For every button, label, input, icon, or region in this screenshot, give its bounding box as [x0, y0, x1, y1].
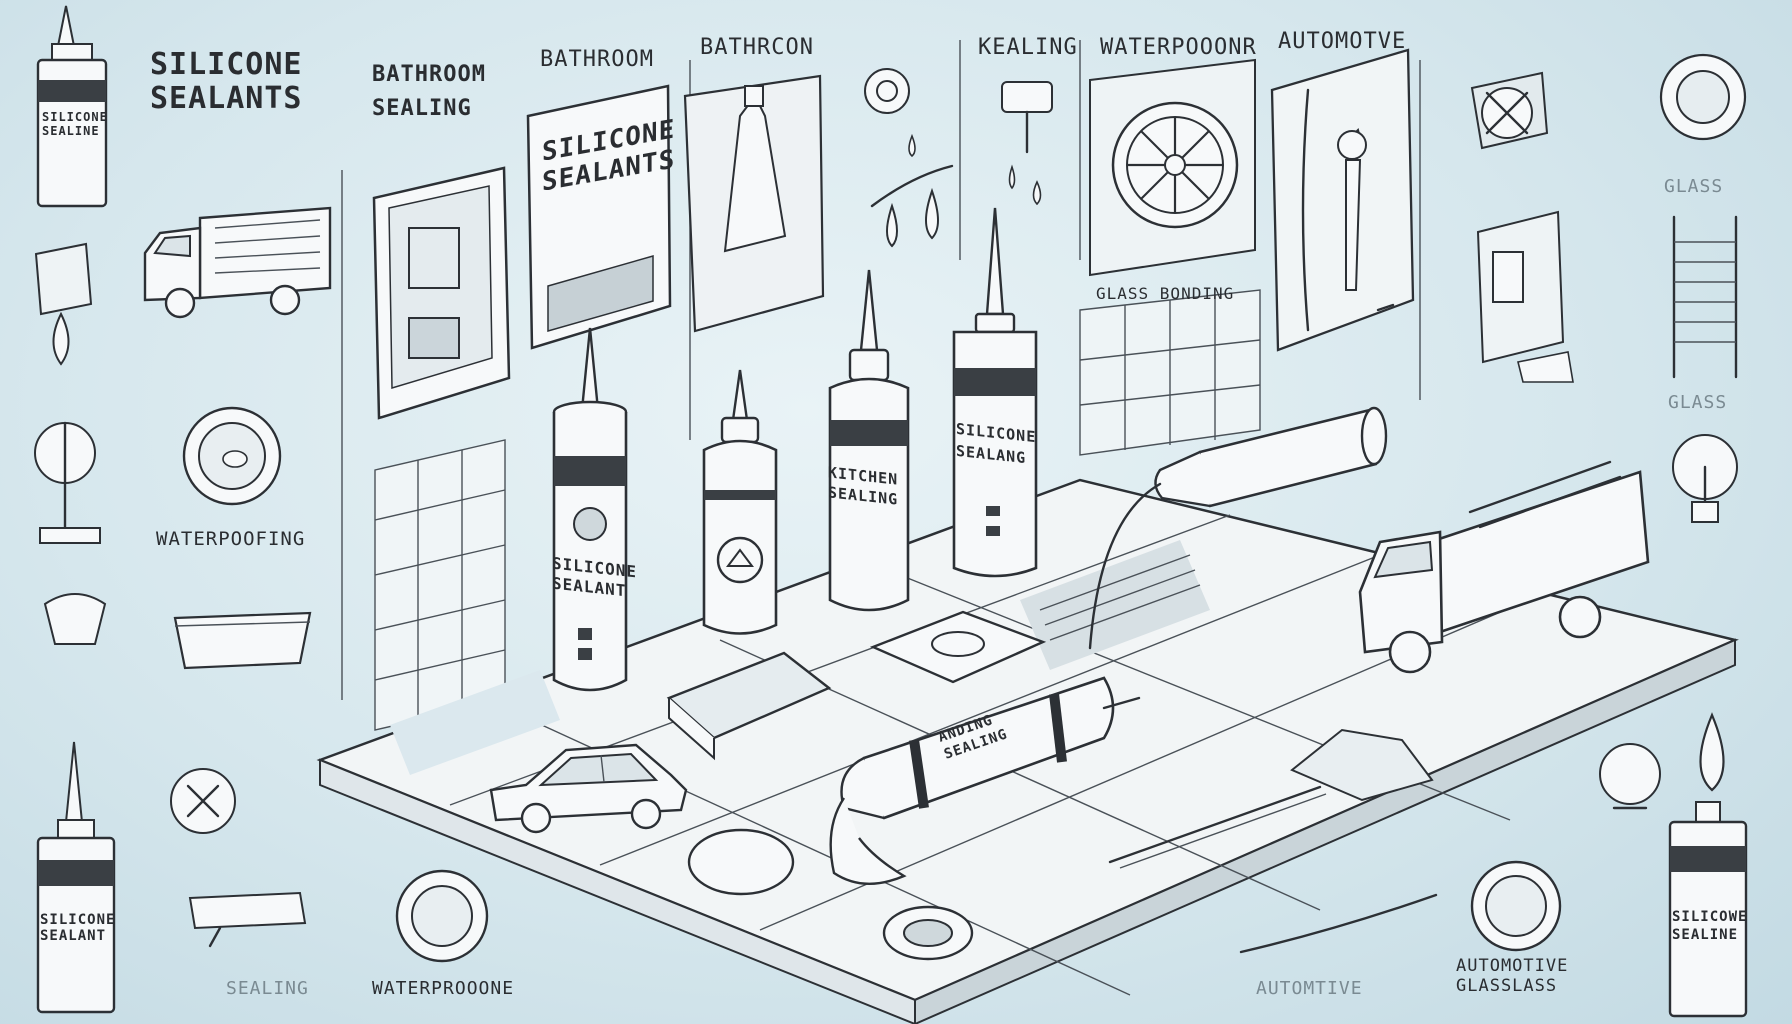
bottle-silicone-sealing: SILICONE SEALANG [950, 207, 1040, 578]
tube-left-bottom: SILICONE SEALANT [36, 741, 116, 1014]
round-seal-bottom [395, 869, 489, 963]
plate-tile [666, 651, 832, 761]
poster-tube-illustration [683, 74, 825, 333]
drop-icon-right [1699, 712, 1725, 792]
label-bathrcon: BATHRCON [700, 35, 814, 60]
delivery-truck-icon [143, 206, 332, 319]
ladder-icon [1672, 215, 1738, 379]
label-glass-mid: GLASS [1668, 392, 1728, 413]
lever-icon [1239, 893, 1438, 954]
faucet-icon-left [34, 421, 101, 544]
label-waterproofing-left: WATERPOOFING [156, 528, 306, 550]
oval-stone [687, 828, 795, 896]
glass-dome-icon [1599, 743, 1661, 810]
label-waterproofing-top: WATERPOOONR [1100, 35, 1257, 60]
hook-icon [1672, 434, 1738, 523]
label-bathroom: BATHROOM [540, 47, 654, 72]
label-silicone-sealants: SILICONE SEALANTS [150, 47, 303, 116]
bottle-kitchen-label: KITCHEN SEALING [828, 463, 899, 509]
label-automotive-bottom: AUTOMTIVE [1256, 978, 1363, 999]
fixture-icon-left [34, 242, 93, 366]
silicone-sealants-poster: SILICONE SEALANTS [526, 84, 675, 350]
tube-left-top-label: SILICONE SEALINE [42, 110, 108, 138]
tile-wall-right [1079, 289, 1261, 456]
tools-icon-left [170, 768, 236, 834]
tile-wall-left [374, 439, 506, 731]
glass-bonding-panel: GLASS BONDING [1089, 58, 1260, 303]
glass-shard-icon [1290, 728, 1434, 802]
tube-left-top: SILICONE SEALINE [36, 5, 108, 208]
round-glass-icon [1470, 860, 1562, 952]
utility-truck-icon [1358, 460, 1650, 674]
tube-right-bottom-label: SILICOWE SEALINE [1672, 909, 1748, 943]
label-waterproofing-bottom: WATERPROOONE [372, 978, 515, 999]
bottle-2 [700, 369, 780, 640]
wall-fixture-drops [864, 68, 954, 248]
label-bathroom-sealing: BATHROOM SEALING [372, 62, 486, 121]
tube-right-bottom: SILICOWE SEALINE [1668, 801, 1748, 1018]
bottle-kitchen-sealing: KITCHEN SEALING [826, 269, 912, 612]
wall-panel-brush [1270, 48, 1415, 352]
label-automotive-glass: AUTOMOTIVE GLASSLASS [1456, 956, 1569, 996]
sink-icon-left [43, 593, 107, 645]
tape-roll [882, 905, 974, 961]
tube-left-bottom-label: SILICONE SEALANT [40, 912, 116, 944]
label-automotive-top: AUTOMOTVE [1278, 29, 1407, 54]
label-glass-bonding: GLASS BONDING [1096, 284, 1235, 303]
silicone-cartridge-1: SILICONE SEALANT [548, 327, 637, 698]
caulk-gun-icon [188, 891, 307, 948]
pipe-valve-icon [1470, 71, 1549, 150]
poster-frame-left [372, 166, 511, 420]
seal-ring-icon [1659, 53, 1747, 141]
bathtub-icon [173, 611, 312, 670]
label-glass-top: GLASS [1664, 176, 1724, 197]
car-icon [489, 743, 688, 834]
lying-tube-sealing: ANDING SEALING [804, 676, 1154, 898]
seal-ring-left [182, 406, 282, 506]
bottle-silicone-label: SILICONE SEALANG [956, 419, 1037, 468]
cabinet-icon [1476, 210, 1574, 383]
label-kealing: KEALING [978, 35, 1078, 60]
label-sealing-bottom: SEALING [226, 978, 309, 999]
scraper-tool [1108, 785, 1327, 869]
faucet-fixture [1001, 81, 1053, 206]
lying-cartridge-hose [1088, 406, 1388, 650]
square-seal-pad [869, 610, 1047, 684]
